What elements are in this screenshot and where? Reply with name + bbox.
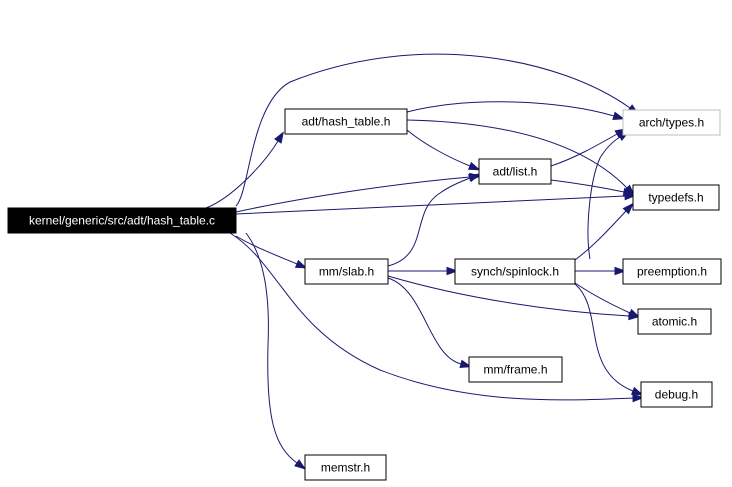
edge-list_h-to-typedefs_h [550,179,636,197]
edge-line [235,195,626,215]
node-typedefs-h[interactable]: typedefs.h [632,184,720,211]
node-box [7,207,237,234]
node-atomic-h[interactable]: atomic.h [637,308,712,335]
edge-hash_table_h-to-arch_types_h [406,101,626,121]
node-root: kernel/generic/src/adt/hash_table.c [7,207,237,234]
edge-root-to-hash_table_h [205,131,284,209]
edge-line [574,210,627,261]
edge-list_h-to-arch_types_h [550,128,627,167]
node-frame-h[interactable]: mm/frame.h [468,356,563,383]
node-label: synch/spinlock.h [471,265,559,279]
edge-arrowhead [614,266,627,276]
edge-root-to-debug_h [229,232,645,403]
node-hash-table-h[interactable]: adt/hash_table.h [284,108,408,135]
node-spinlock-h[interactable]: synch/spinlock.h [454,258,576,285]
edge-root-to-memstr_h [245,232,307,470]
edge-line [574,282,631,314]
edge-line [205,140,279,209]
edge-line [587,136,621,260]
node-box [622,258,722,285]
edge-line [245,232,298,464]
edge-arrowhead [622,202,634,215]
node-preemption-h[interactable]: preemption.h [622,258,722,285]
node-label: mm/slab.h [319,265,374,279]
node-box [454,258,576,285]
node-box [478,158,552,185]
edge-line [387,275,630,317]
edge-spinlock_h-to-atomic_h [574,282,641,318]
edge-slab_h-to-frame_h [387,277,473,369]
edge-spinlock_h-to-debug_h [574,283,644,396]
edge-slab_h-to-list_h [387,173,481,267]
node-label: debug.h [655,388,698,402]
node-label: adt/hash_table.h [302,115,391,129]
node-box [632,184,720,211]
edge-root-to-slab_h [235,235,308,269]
node-box [284,108,408,135]
node-box [468,356,563,383]
node-box [637,308,712,335]
edge-hash_table_h-to-list_h [406,129,481,171]
edge-root-to-typedefs_h [235,191,637,215]
edge-line [574,283,634,392]
nodes-layer: kernel/generic/src/adt/hash_table.c adt/h… [7,108,722,481]
node-box [622,109,721,136]
edge-line [387,177,471,267]
edge-line [229,232,634,401]
node-label: kernel/generic/src/adt/hash_table.c [29,214,215,228]
edge-arrowhead [467,161,481,171]
node-label: arch/types.h [639,116,704,130]
edge-line [235,176,471,213]
node-label: mm/frame.h [483,363,547,377]
edge-line [235,53,631,207]
node-label: preemption.h [637,265,707,279]
edge-arrowhead [622,187,636,197]
edge-arrowhead [294,259,308,269]
node-slab-h[interactable]: mm/slab.h [304,258,389,285]
edge-arrowhead [459,359,473,369]
node-box [304,454,387,481]
node-label: memstr.h [321,461,370,475]
node-list-h[interactable]: adt/list.h [478,158,552,185]
node-memstr-h[interactable]: memstr.h [304,454,387,481]
edge-arrowhead [630,386,644,396]
edge-line [235,235,298,265]
edge-line [387,277,462,365]
edge-line [406,101,615,117]
edge-line [550,179,625,193]
edge-arrowhead [632,393,645,403]
edge-spinlock_h-to-typedefs_h [574,202,634,261]
edge-arrowhead [446,266,459,276]
edge-arrowhead [274,131,284,144]
node-box [304,258,389,285]
edge-slab_h-to-spinlock_h [387,266,459,276]
node-label: atomic.h [652,315,697,329]
node-label: adt/list.h [493,165,538,179]
edge-line [550,133,618,167]
edge-root-to-list_h [235,172,482,213]
edge-arrowhead [467,173,481,183]
edge-spinlock_h-to-preemption_h [574,266,627,276]
edge-spinlock_h-to-arch_types_h [587,130,630,260]
edge-arrowhead [294,459,307,470]
edge-arrowhead [627,308,641,318]
node-box [640,381,713,408]
node-arch-types-h[interactable]: arch/types.h [622,109,721,136]
edge-line [406,119,628,189]
node-debug-h[interactable]: debug.h [640,381,713,408]
edge-arrowhead [612,111,626,121]
node-label: typedefs.h [648,191,703,205]
edge-line [406,129,471,167]
edges-layer [205,53,645,470]
